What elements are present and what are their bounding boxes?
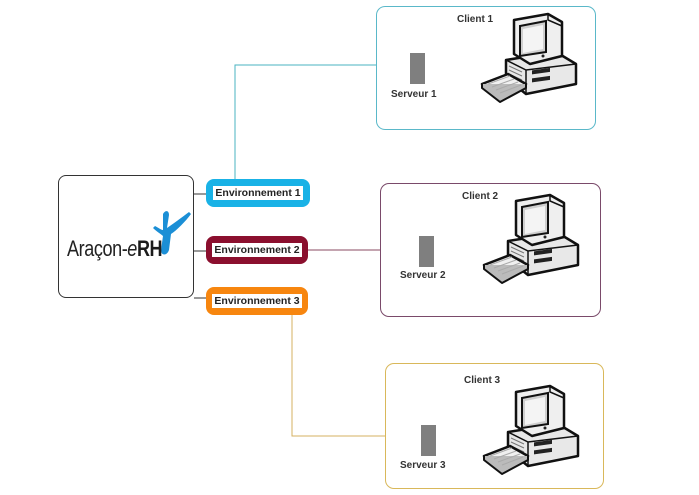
environment-1-label: Environnement 1 [213,186,303,200]
server-icon[interactable] [410,53,425,84]
environment-3-label: Environnement 3 [212,294,302,308]
client-3-title: Client 3 [464,375,501,386]
server-icon[interactable] [421,425,436,456]
client-3-box: Client 3 Serveur 3 [385,363,604,489]
environment-2-node[interactable]: Environnement 2 [206,236,308,264]
client-1-title: Client 1 [457,14,494,25]
environment-1-node[interactable]: Environnement 1 [206,179,310,207]
server-2-label: Serveur 2 [400,270,446,281]
environment-3-node[interactable]: Environnement 3 [206,287,308,315]
server-1-label: Serveur 1 [391,89,437,100]
desktop-computer-icon[interactable] [478,12,578,107]
server-3-label: Serveur 3 [400,460,446,471]
aracon-erh-logo-box: Araçon-eRH [58,175,194,298]
environment-2-label: Environnement 2 [212,243,302,257]
logo-text: Araçon-eRH [67,236,163,261]
desktop-computer-icon[interactable] [480,193,580,288]
desktop-computer-icon[interactable] [480,384,580,479]
server-icon[interactable] [419,236,434,267]
person-figure-icon [153,211,191,255]
client-2-title: Client 2 [462,191,499,202]
